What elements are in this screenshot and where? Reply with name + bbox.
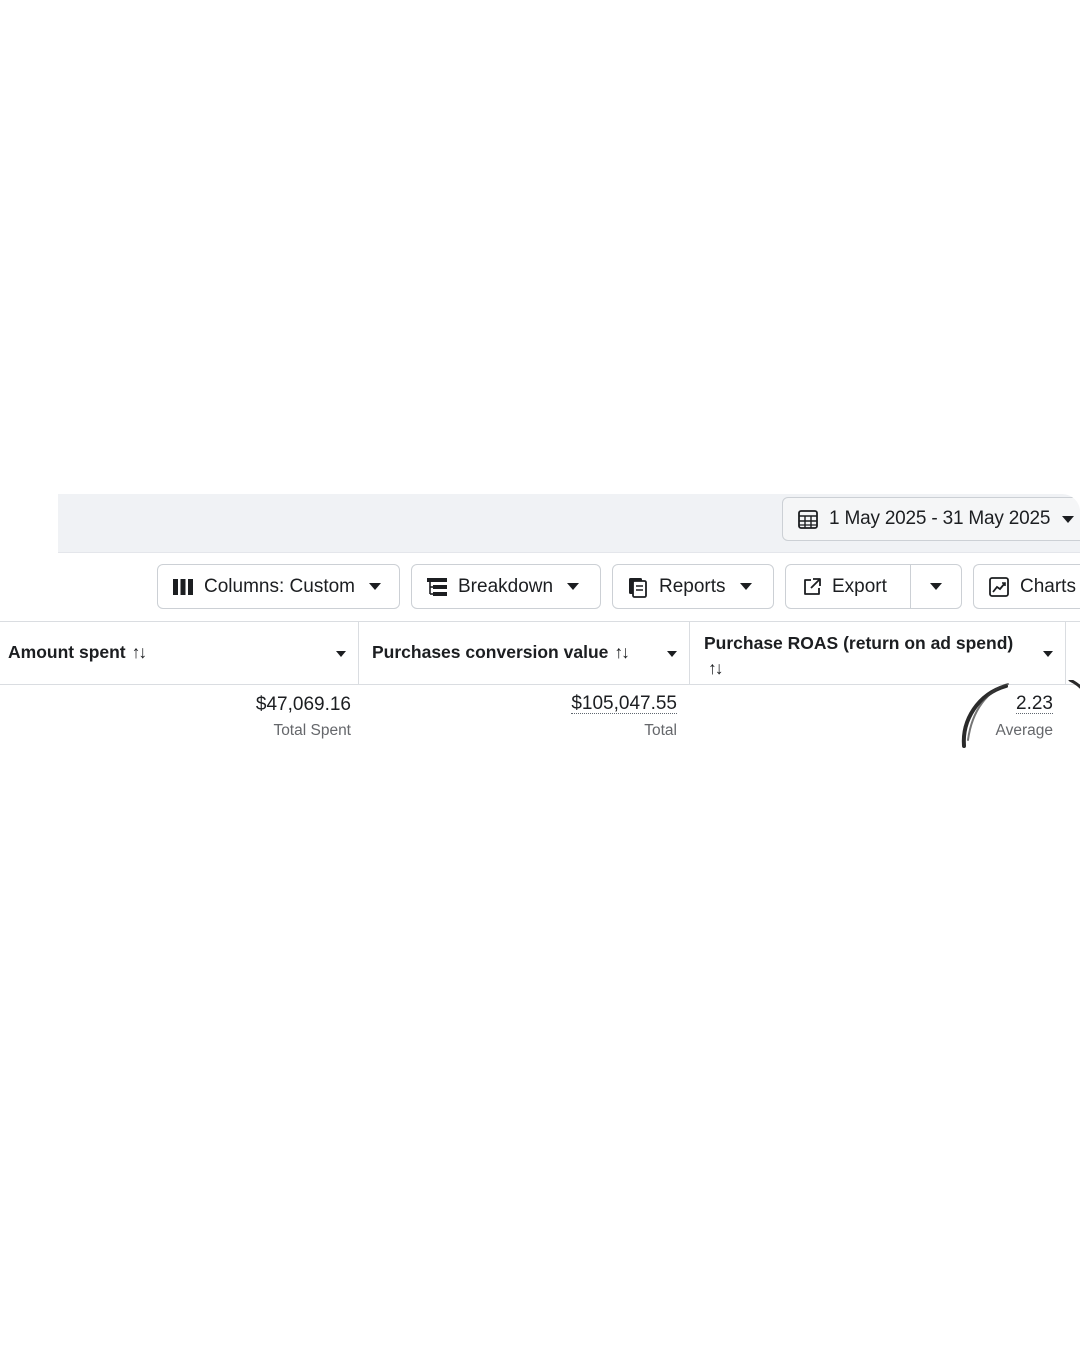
charts-icon xyxy=(988,576,1010,598)
chevron-down-icon xyxy=(567,583,580,590)
reports-icon xyxy=(627,576,649,598)
reports-button[interactable]: Reports xyxy=(612,564,774,609)
sort-icon[interactable]: ↑↓ xyxy=(614,642,629,662)
columns-button[interactable]: Columns: Custom xyxy=(157,564,400,609)
summary-cell-purchases-conversion-value: $105,047.55 Total xyxy=(359,684,677,746)
breakdown-button[interactable]: Breakdown xyxy=(411,564,601,609)
chevron-down-icon[interactable] xyxy=(1043,651,1053,657)
summary-label: Average xyxy=(995,722,1053,739)
chevron-down-icon xyxy=(369,583,381,590)
breakdown-icon xyxy=(426,577,448,597)
summary-value: $47,069.16 xyxy=(255,694,351,715)
chevron-down-icon[interactable] xyxy=(667,651,677,657)
sort-icon[interactable]: ↑↓ xyxy=(131,642,147,662)
column-header-amount-spent[interactable]: Amount spent↑↓ xyxy=(0,622,359,684)
charts-button[interactable]: Charts xyxy=(973,564,1080,609)
top-bar: 1 May 2025 - 31 May 2025 xyxy=(58,494,1080,553)
chevron-down-icon xyxy=(1062,515,1075,523)
column-title: Purchases conversion value xyxy=(372,642,609,662)
summary-cell-amount-spent: $47,069.16 Total Spent xyxy=(0,684,351,746)
chevron-down-icon xyxy=(739,583,752,590)
export-split-divider xyxy=(910,564,911,609)
column-title: Purchase ROAS (return on ad spend) xyxy=(704,633,1014,653)
column-header-purchase-roas[interactable]: Purchase ROAS (return on ad spend) ↑↓ xyxy=(690,622,1066,684)
charts-label: Charts xyxy=(1020,575,1076,597)
columns-label: Columns: Custom xyxy=(204,575,355,597)
reports-label: Reports xyxy=(659,575,726,597)
summary-value[interactable]: $105,047.55 xyxy=(571,693,677,714)
sort-icon[interactable]: ↑↓ xyxy=(708,658,723,678)
date-range-picker[interactable]: 1 May 2025 - 31 May 2025 xyxy=(782,497,1080,541)
summary-label: Total xyxy=(644,722,677,739)
export-label: Export xyxy=(832,575,887,597)
column-header-purchases-conversion-value[interactable]: Purchases conversion value↑↓ xyxy=(359,622,690,684)
summary-label: Total Spent xyxy=(273,722,351,739)
summary-value[interactable]: 2.23 xyxy=(1016,693,1053,714)
ads-manager-panel: 1 May 2025 - 31 May 2025 Columns: Custom xyxy=(0,494,1080,746)
summary-cell-purchase-roas: 2.23 Average xyxy=(690,684,1053,746)
date-range-label: 1 May 2025 - 31 May 2025 xyxy=(829,508,1051,529)
export-icon xyxy=(802,577,822,597)
calendar-icon xyxy=(797,508,819,530)
breakdown-label: Breakdown xyxy=(458,575,554,597)
table-header: Amount spent↑↓ Purchases conversion valu… xyxy=(0,621,1080,685)
chevron-down-icon[interactable] xyxy=(336,651,346,657)
export-menu-chevron-icon[interactable] xyxy=(930,583,942,590)
columns-icon xyxy=(172,578,194,596)
column-title: Amount spent xyxy=(8,642,126,662)
